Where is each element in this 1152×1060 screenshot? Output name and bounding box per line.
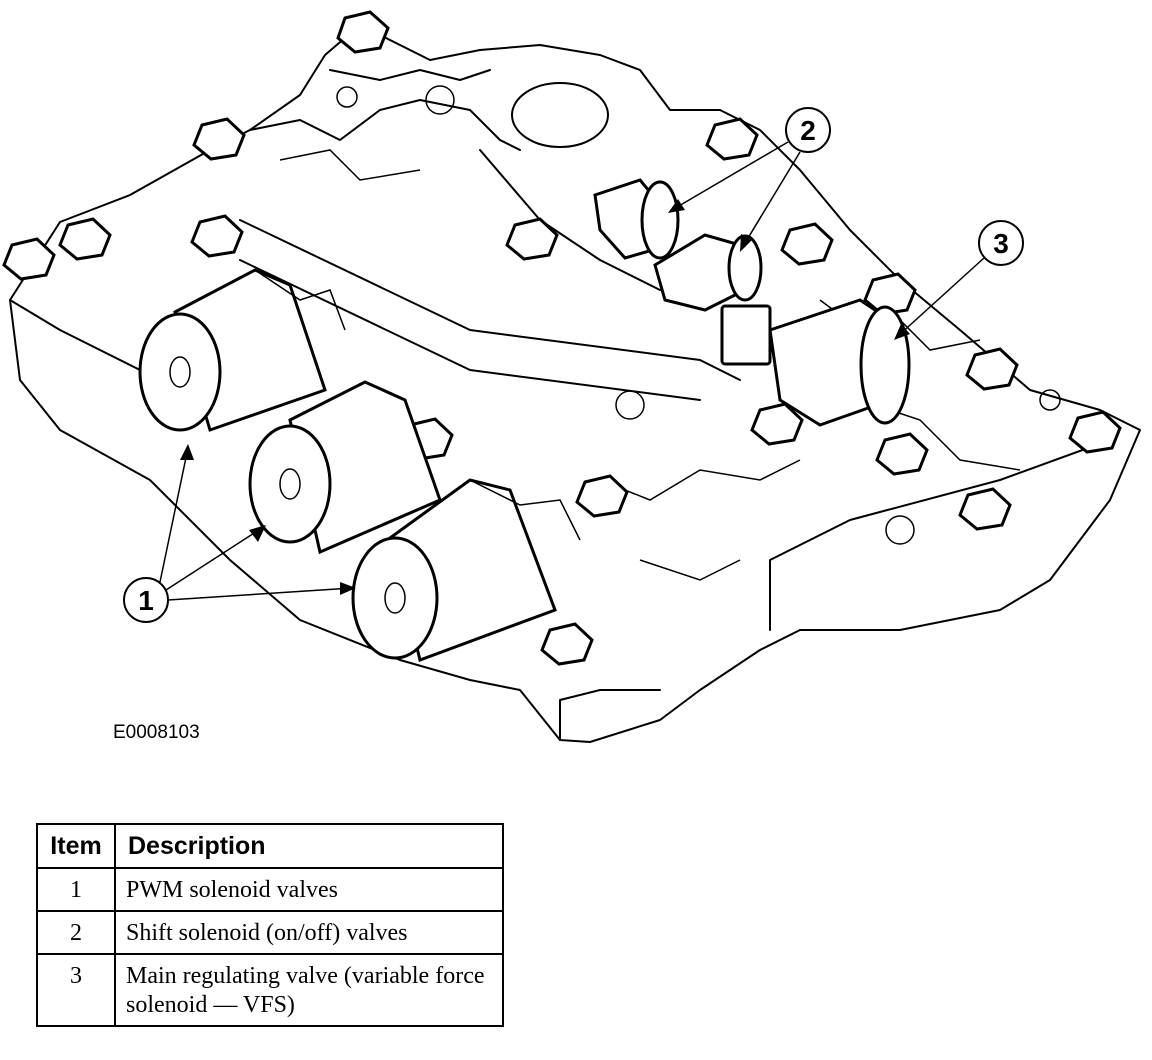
bolt	[192, 117, 246, 161]
figure-id: E0008103	[113, 722, 200, 743]
bolt	[540, 622, 594, 666]
main-regulating-valve	[720, 298, 911, 427]
item-description: Main regulating valve (variable force so…	[114, 953, 504, 1027]
valve-body-illustration: 1 2 3	[2, 10, 1141, 743]
bolts	[2, 10, 1122, 666]
bolt	[875, 432, 929, 476]
item-description: PWM solenoid valves	[114, 867, 504, 912]
callout-3: 3	[894, 220, 1024, 340]
legend-table: Item Description 1 PWM solenoid valves 2…	[36, 823, 504, 1027]
bolt	[336, 10, 390, 54]
item-description: Shift solenoid (on/off) valves	[114, 910, 504, 955]
legend-row: 1 PWM solenoid valves	[36, 867, 504, 912]
callout-2-label: 2	[800, 115, 816, 146]
bolt	[2, 237, 56, 281]
pwm-solenoid	[138, 268, 346, 432]
callout-3-label: 3	[993, 228, 1009, 259]
bolt	[705, 117, 759, 161]
bolt	[863, 272, 917, 316]
pwm-solenoid	[248, 380, 442, 555]
bolt	[965, 347, 1019, 391]
pwm-solenoid-valves	[138, 268, 581, 662]
callout-2: 2	[668, 107, 831, 252]
shift-solenoid-valves	[593, 178, 763, 312]
pwm-solenoid	[351, 478, 581, 662]
callout-1-label: 1	[138, 585, 154, 616]
item-number: 3	[36, 953, 116, 1027]
bolt	[505, 217, 559, 261]
bolt	[575, 474, 629, 518]
shift-solenoid	[593, 178, 680, 260]
bolt	[958, 487, 1012, 531]
valve-body-outline	[9, 24, 1141, 743]
description-column-header: Description	[114, 823, 504, 869]
legend-row: 3 Main regulating valve (variable force …	[36, 953, 504, 1027]
bolt	[1068, 410, 1122, 454]
center-shaft	[239, 149, 741, 401]
item-number: 1	[36, 867, 116, 912]
bolt	[780, 222, 834, 266]
bolt	[190, 214, 244, 258]
legend-header-row: Item Description	[36, 823, 504, 869]
legend-row: 2 Shift solenoid (on/off) valves	[36, 910, 504, 955]
shift-solenoid	[653, 233, 763, 312]
callout-1: 1	[123, 444, 356, 623]
item-number: 2	[36, 910, 116, 955]
item-column-header: Item	[36, 823, 116, 869]
bolt	[58, 217, 112, 261]
